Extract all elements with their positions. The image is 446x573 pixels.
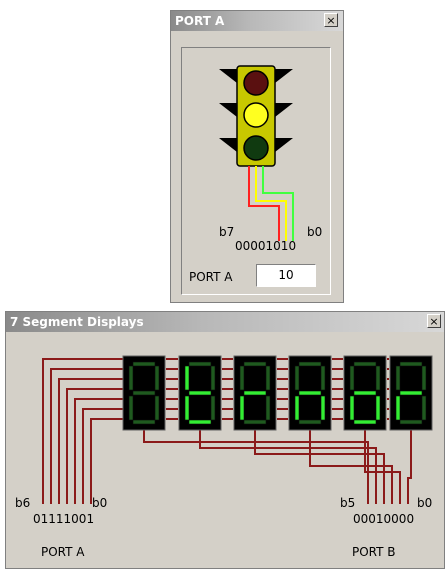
port-a-bit-high-label: b7 (219, 225, 235, 239)
port-a-value-field[interactable]: 10 (256, 264, 316, 287)
segment-g (132, 390, 156, 396)
port-b-wire-4 (199, 430, 377, 504)
seg-left-port-label: PORT A (41, 545, 85, 559)
seg-title: 7 Segment Displays (10, 315, 144, 329)
segment-g (243, 390, 267, 396)
segment-f (294, 365, 300, 391)
port-a-title: PORT A (175, 14, 225, 28)
red-wire (248, 166, 280, 241)
port-a-wire-5 (50, 368, 123, 504)
segment-e (349, 395, 355, 421)
traffic-light-flap-left-3 (219, 138, 237, 152)
segment-b (320, 365, 326, 391)
segment-c (375, 395, 381, 421)
port-a-bit-low-label: b0 (307, 225, 323, 239)
segment-c (154, 395, 160, 421)
segment-d (353, 419, 377, 425)
seg-left-bits: 01111001 (33, 512, 95, 526)
segment-b (421, 365, 427, 391)
segment-d (399, 419, 423, 425)
segment-b (375, 365, 381, 391)
red-lamp (243, 70, 269, 96)
traffic-light-flap-right-1 (275, 69, 293, 83)
traffic-light-flap-left-1 (219, 69, 237, 83)
seg-left-bit-low-label: b0 (92, 496, 108, 510)
segment-g (188, 390, 212, 396)
segment-e (294, 395, 300, 421)
seg-close-button[interactable]: × (427, 314, 441, 328)
seg-window: 7 Segment Displays × b6 b0 01111001 PORT… (5, 311, 445, 569)
segment-b (210, 365, 216, 391)
segment-c (320, 395, 326, 421)
segment-a (132, 361, 156, 367)
seg-right-bit-high-label: b5 (340, 496, 356, 510)
traffic-light-flap-right-3 (275, 138, 293, 152)
port-a-wire-4 (58, 378, 123, 504)
segment-e (184, 395, 190, 421)
segment-d (243, 419, 267, 425)
traffic-light-flap-right-2 (275, 103, 293, 117)
traffic-light-flap-left-2 (219, 103, 237, 117)
port-b-wire-1 (364, 430, 401, 504)
segment-f (128, 365, 134, 391)
segment-a (353, 361, 377, 367)
seg-right-port-label: PORT B (352, 545, 396, 559)
segment-c (265, 395, 271, 421)
segment-b (154, 365, 160, 391)
segment-a (243, 361, 267, 367)
yellow-lamp (243, 102, 269, 128)
segment-e (239, 395, 245, 421)
port-a-window: PORT A × b7 b0 00001010 PORT A 10 (170, 10, 344, 303)
port-a-wire-2 (74, 398, 123, 504)
segment-g (353, 390, 377, 396)
green-wire (262, 166, 294, 241)
segment-f (239, 365, 245, 391)
port-b-wire-0 (407, 430, 412, 504)
traffic-light-icon (219, 65, 294, 241)
port-a-titlebar[interactable]: PORT A × (171, 11, 343, 31)
segment-c (421, 395, 427, 421)
port-b-wire-2 (309, 430, 393, 504)
seg-right-bits: 00010000 (353, 512, 415, 526)
port-a-wire-3 (66, 388, 123, 504)
segment-e (395, 395, 401, 421)
segment-a (188, 361, 212, 367)
segment-e (128, 395, 134, 421)
segment-f (349, 365, 355, 391)
segment-d (298, 419, 322, 425)
yellow-wire (255, 166, 287, 241)
segment-b (265, 365, 271, 391)
segment-g (399, 390, 423, 396)
segment-g (298, 390, 322, 396)
green-lamp (243, 135, 269, 161)
segment-f (395, 365, 401, 391)
segment-a (298, 361, 322, 367)
segment-c (210, 395, 216, 421)
port-b-wire-3 (254, 430, 385, 504)
port-a-port-label: PORT A (189, 270, 233, 284)
seven-segment-area (42, 355, 433, 504)
segment-d (132, 419, 156, 425)
port-a-bits: 00001010 (235, 239, 297, 253)
port-a-wire-1 (82, 408, 123, 504)
segment-a (399, 361, 423, 367)
port-a-panel (181, 47, 331, 295)
seg-left-bit-high-label: b6 (15, 496, 31, 510)
segment-f (184, 365, 190, 391)
seg-titlebar[interactable]: 7 Segment Displays × (6, 312, 444, 332)
port-a-wire-6 (42, 358, 123, 504)
port-a-close-button[interactable]: × (324, 13, 338, 27)
segment-d (188, 419, 212, 425)
port-a-wire-0 (90, 418, 123, 504)
seg-right-bit-low-label: b0 (417, 496, 433, 510)
